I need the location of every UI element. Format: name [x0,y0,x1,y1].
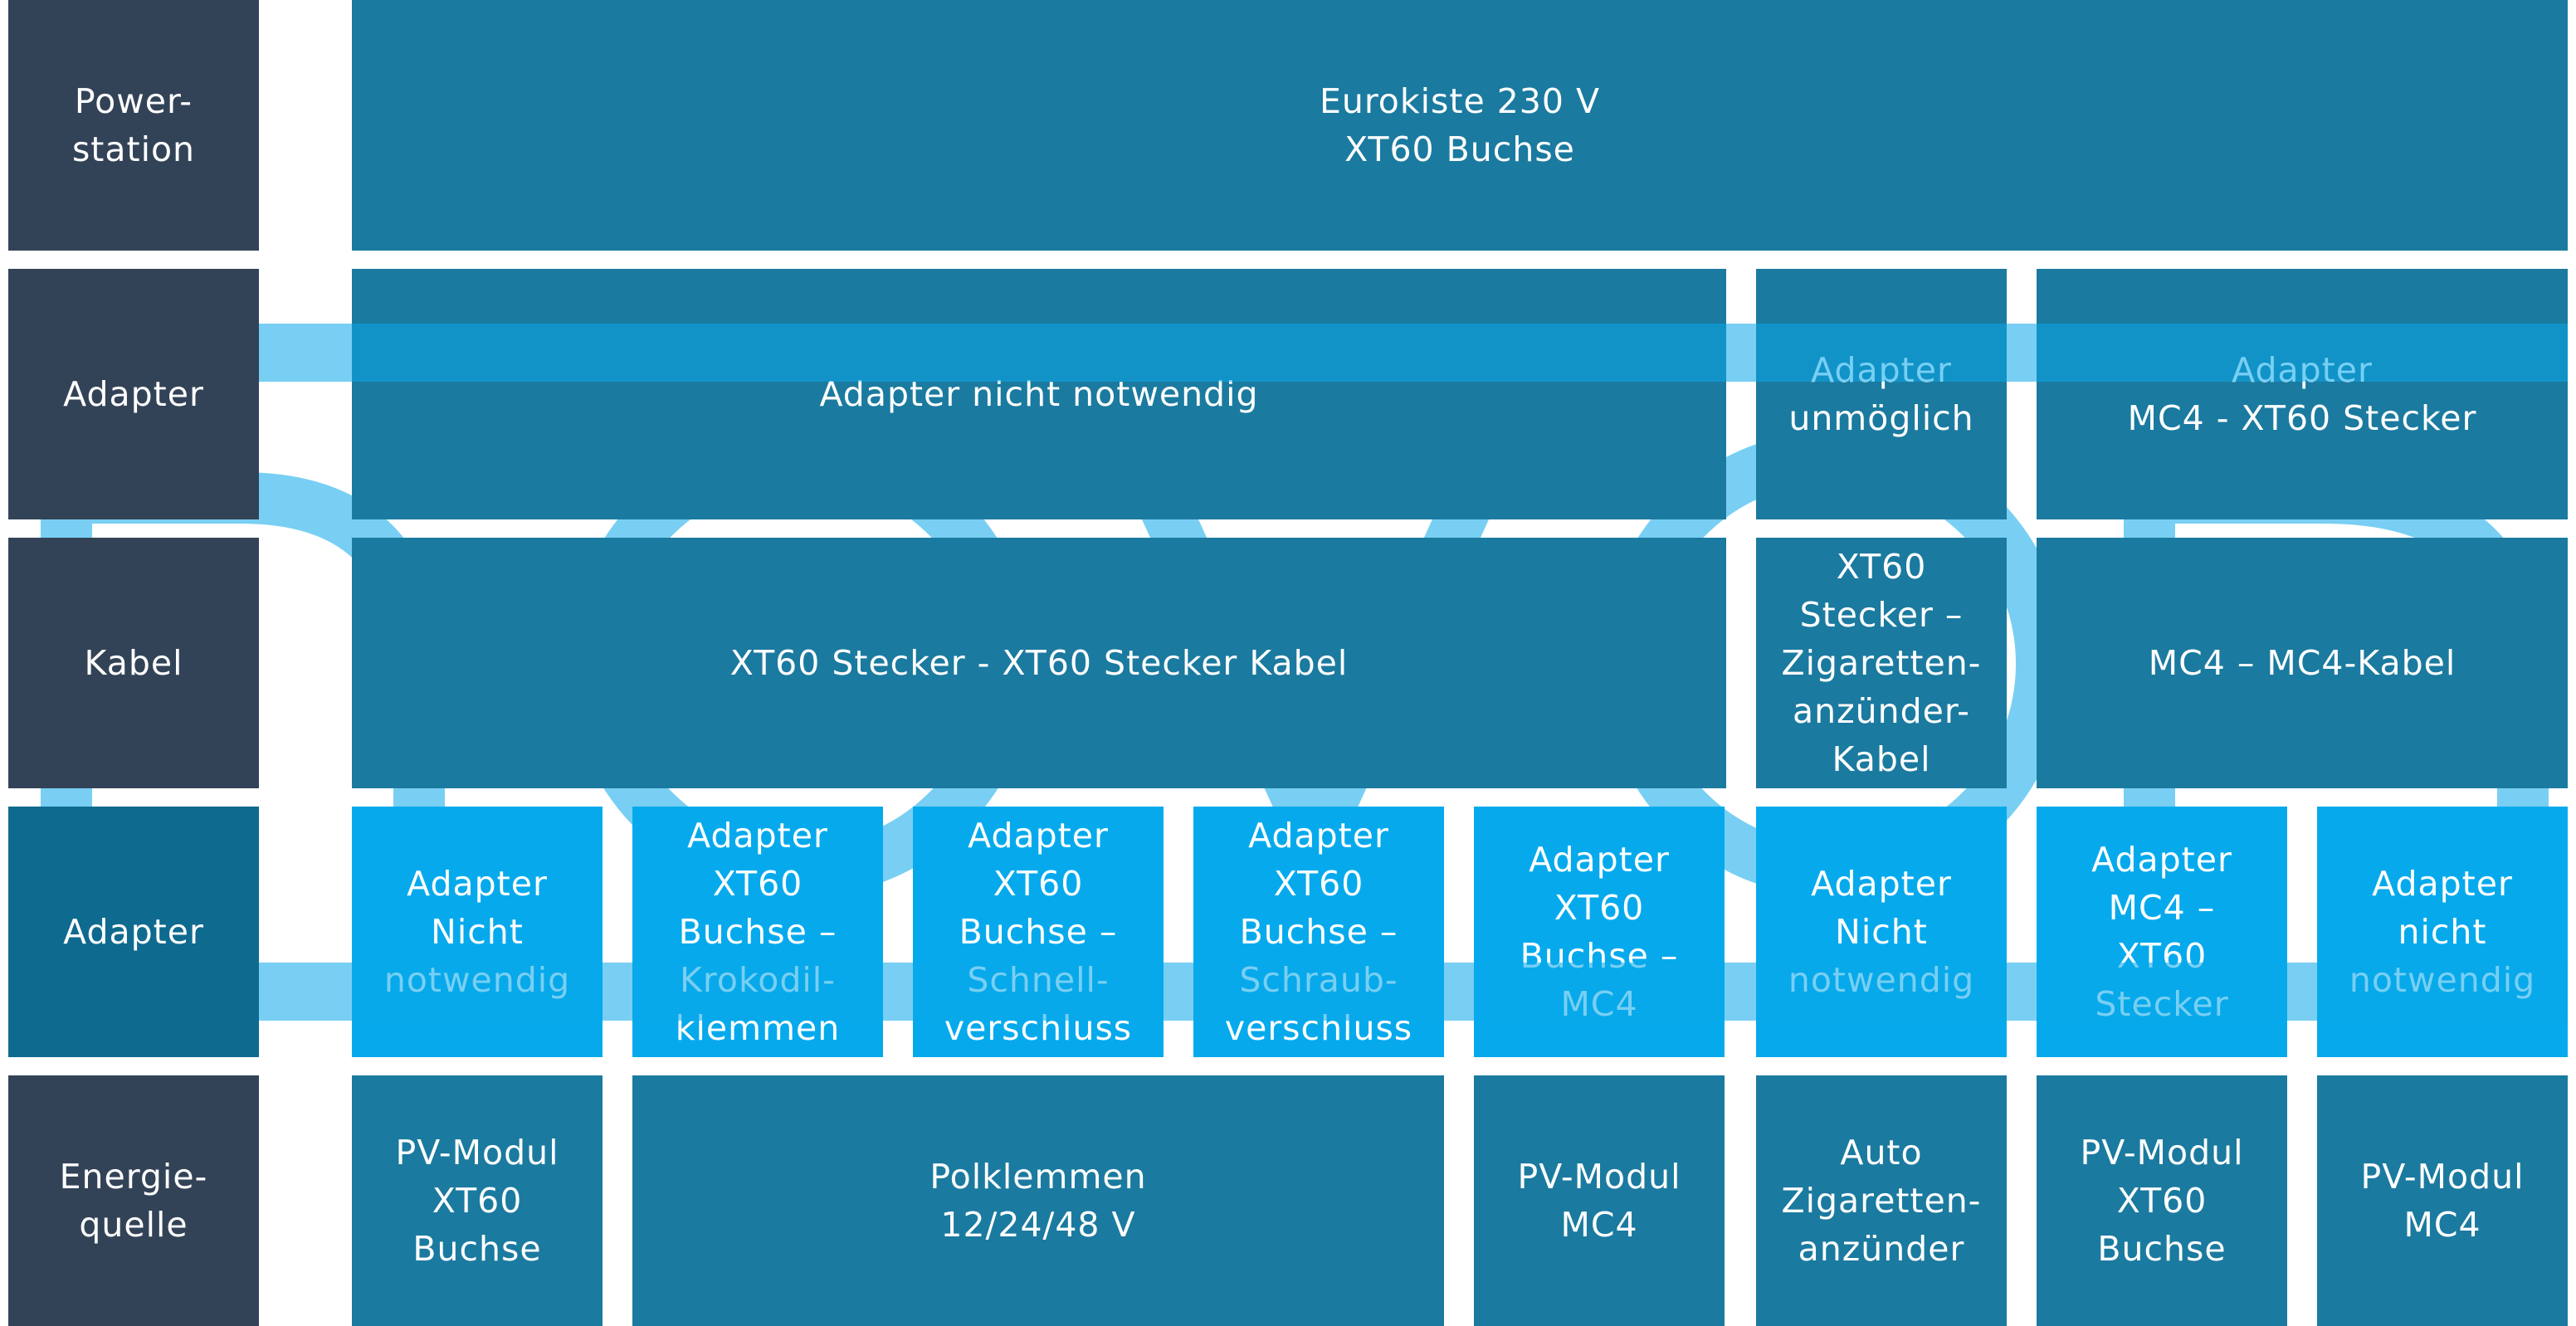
row-label-adapter-bottom: Adapter [8,807,259,1057]
row-label-energiequelle: Energie- quelle [8,1075,259,1326]
energiequelle-box-6: PV-Modul MC4 [2317,1075,2568,1326]
kabel-box-3: MC4 – MC4-Kabel [2037,538,2568,788]
energiequelle-box-5: PV-Modul XT60 Buchse [2037,1075,2287,1326]
adapter-top-box-3: Adapter MC4 - XT60 Stecker [2037,269,2568,519]
adapter-top-box-1: Adapter nicht notwendig [352,269,1726,519]
adapter-top-box-2: Adapter unmöglich [1756,269,2007,519]
energiequelle-box-4: Auto Zigaretten- anzünder [1756,1075,2007,1326]
watermark-band-top [259,324,2568,382]
kabel-box-2: XT60 Stecker – Zigaretten- anzünder- Kab… [1756,538,2007,788]
row-label-adapter-top: Adapter [8,269,259,519]
kabel-box-1: XT60 Stecker - XT60 Stecker Kabel [352,538,1726,788]
energiequelle-box-3: PV-Modul MC4 [1474,1075,1725,1326]
energiequelle-box-1: PV-Modul XT60 Buchse [352,1075,603,1326]
powerstation-box: Eurokiste 230 V XT60 Buchse [352,0,2568,251]
row-label-powerstation: Power- station [8,0,259,251]
watermark-band-bottom [259,963,2568,1021]
row-label-kabel: Kabel [8,538,259,788]
energiequelle-box-2: Polklemmen 12/24/48 V [632,1075,1444,1326]
